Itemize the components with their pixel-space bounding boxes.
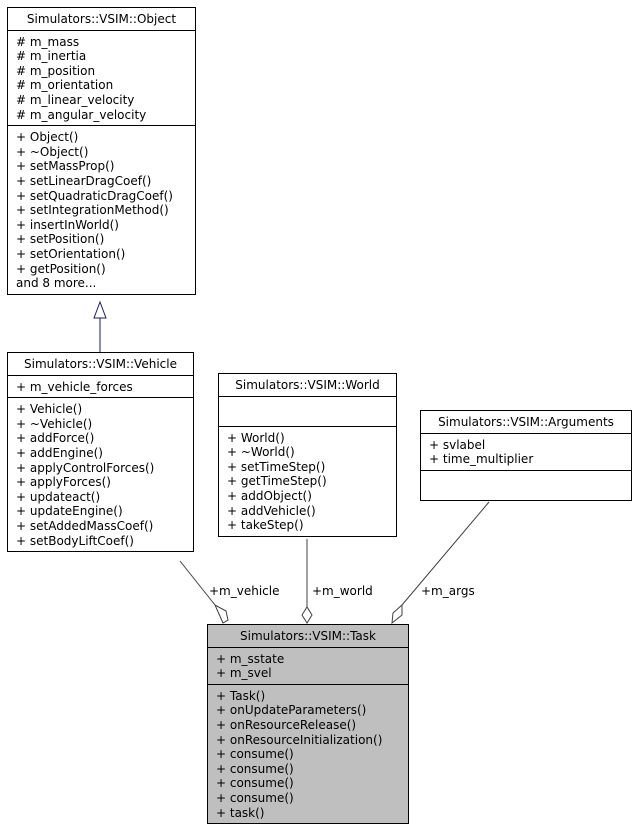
inheritance-arrowhead	[93, 300, 107, 319]
method-item: + setIntegrationMethod()	[16, 203, 169, 218]
attributes-section: # m_mass # m_inertia # m_position # m_or…	[8, 31, 195, 127]
attributes-section-empty	[219, 397, 396, 427]
class-name: Simulators::VSIM::Task	[208, 625, 408, 648]
methods-section: + Task() + onUpdateParameters() + onReso…	[208, 685, 408, 823]
attribute-item: + m_sstate	[216, 651, 285, 666]
method-item: + onResourceRelease()	[216, 717, 357, 732]
attribute-item: + m_vehicle_forces	[16, 379, 133, 394]
method-item: + applyControlForces()	[16, 460, 155, 475]
method-item: + ~World()	[227, 445, 295, 460]
method-item: + setAddedMassCoef()	[16, 518, 154, 533]
class-box-task: Simulators::VSIM::Task + m_sstate + m_sv…	[207, 624, 409, 825]
method-item: + ~Vehicle()	[16, 416, 93, 431]
class-box-vehicle: Simulators::VSIM::Vehicle + m_vehicle_fo…	[7, 352, 194, 553]
attribute-item: + time_multiplier	[429, 452, 534, 467]
method-item: + task()	[216, 805, 265, 820]
attribute-item: + m_svel	[216, 666, 272, 681]
aggregation-diamond-vehicle	[213, 603, 229, 624]
edge-label-m-world: +m_world	[312, 584, 373, 598]
method-item: + getPosition()	[16, 261, 106, 276]
method-item: + updateEngine()	[16, 504, 123, 519]
method-item: + addObject()	[227, 488, 312, 503]
attributes-section: + m_vehicle_forces	[8, 376, 193, 399]
methods-section: + Object() + ~Object() + setMassProp() +…	[8, 126, 195, 294]
method-item: + onUpdateParameters()	[216, 703, 367, 718]
attribute-item: + svlabel	[429, 437, 486, 452]
method-item: + addEngine()	[16, 445, 103, 460]
method-item: + takeStep()	[227, 518, 304, 533]
method-item: + addVehicle()	[227, 503, 316, 518]
class-box-arguments: Simulators::VSIM::Arguments + svlabel + …	[420, 410, 632, 501]
methods-section-empty	[421, 471, 631, 500]
class-box-object: Simulators::VSIM::Object # m_mass # m_in…	[7, 7, 196, 295]
method-item: + setOrientation()	[16, 246, 126, 261]
method-item: + setBodyLiftCoef()	[16, 533, 134, 548]
method-item: + setPosition()	[16, 232, 105, 247]
method-item: + setTimeStep()	[227, 459, 326, 474]
edge-label-m-args: +m_args	[421, 584, 475, 598]
method-item: + setQuadraticDragCoef()	[16, 188, 173, 203]
aggregation-diamond-arguments	[391, 603, 403, 625]
attributes-section: + m_sstate + m_svel	[208, 648, 408, 685]
edge-label-m-vehicle: +m_vehicle	[209, 584, 280, 598]
method-item: + setMassProp()	[16, 159, 115, 174]
method-item: + consume()	[216, 790, 294, 805]
method-item: + Task()	[216, 688, 266, 703]
attribute-item: # m_position	[16, 63, 96, 78]
attribute-item: # m_inertia	[16, 49, 87, 64]
methods-section: + Vehicle() + ~Vehicle() + addForce() + …	[8, 398, 193, 551]
method-item: + ~Object()	[16, 144, 89, 159]
attribute-item: # m_angular_velocity	[16, 107, 147, 122]
method-item: + consume()	[216, 761, 294, 776]
method-item: + Vehicle()	[16, 402, 83, 417]
class-name: Simulators::VSIM::Vehicle	[8, 353, 193, 376]
class-box-world: Simulators::VSIM::World + World() + ~Wor…	[218, 373, 397, 537]
method-item: + applyForces()	[16, 475, 111, 490]
more-methods-note: and 8 more...	[16, 276, 97, 291]
attribute-item: # m_mass	[16, 34, 80, 49]
class-name: Simulators::VSIM::World	[219, 374, 396, 397]
method-item: + setLinearDragCoef()	[16, 173, 152, 188]
method-item: + consume()	[216, 747, 294, 762]
method-item: + Object()	[16, 130, 79, 145]
method-item: + updateact()	[16, 489, 101, 504]
method-item: + addForce()	[16, 431, 95, 446]
method-item: + World()	[227, 430, 285, 445]
methods-section: + World() + ~World() + setTimeStep() + g…	[219, 427, 396, 536]
method-item: + consume()	[216, 776, 294, 791]
method-item: + getTimeStep()	[227, 474, 327, 489]
aggregation-diamond-world	[301, 606, 313, 624]
aggregation-line-vehicle	[179, 560, 216, 606]
attribute-item: # m_linear_velocity	[16, 92, 135, 107]
class-name: Simulators::VSIM::Object	[8, 8, 195, 31]
class-name: Simulators::VSIM::Arguments	[421, 411, 631, 434]
attributes-section: + svlabel + time_multiplier	[421, 434, 631, 471]
method-item: + onResourceInitialization()	[216, 732, 383, 747]
method-item: + insertInWorld()	[16, 217, 119, 232]
attribute-item: # m_orientation	[16, 78, 114, 93]
aggregation-line-arguments	[401, 501, 490, 606]
